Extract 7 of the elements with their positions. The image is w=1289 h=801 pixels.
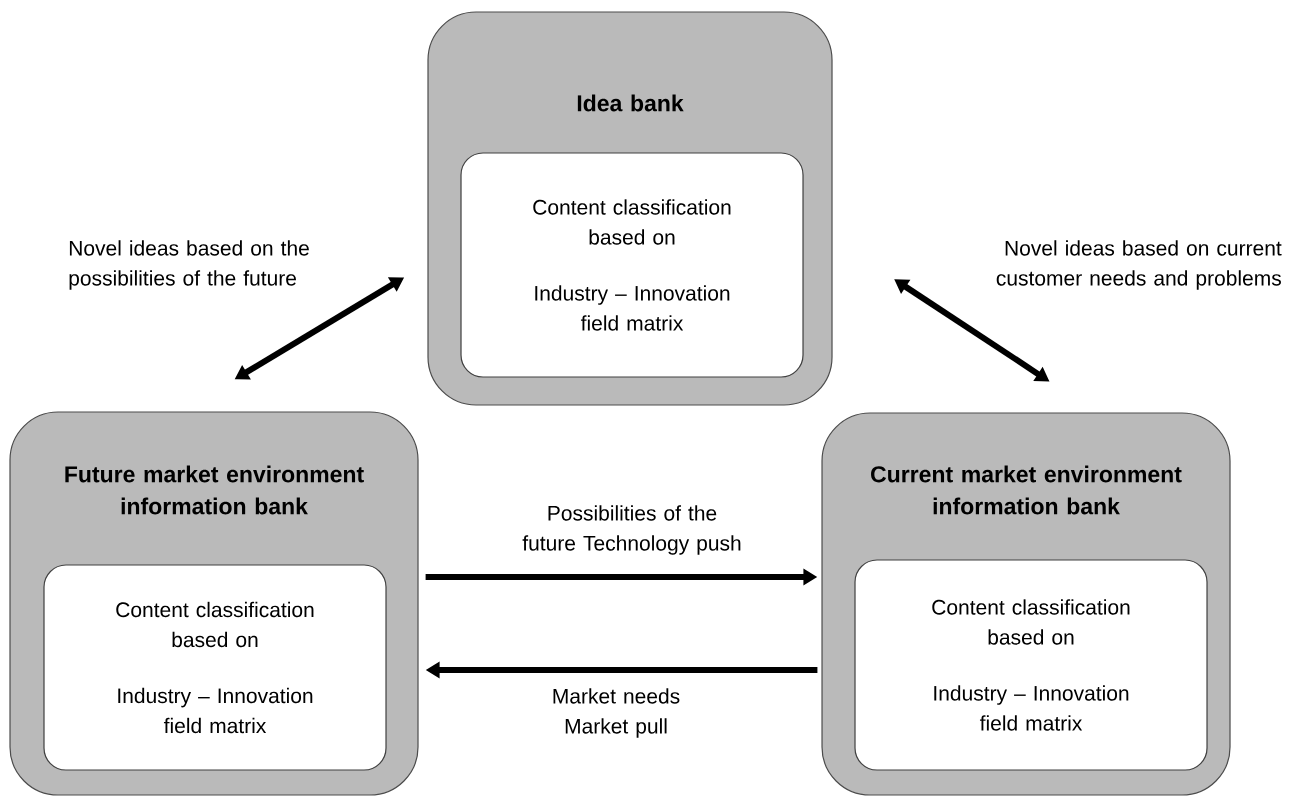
classification-box: Content classification based on Industry – Innovation field matrix	[43, 564, 387, 771]
edge-label: Possibilities of the future Technology push	[522, 505, 741, 555]
edge-label: Market needs Market pull	[553, 688, 680, 738]
classification-box: Content classification based on Industry – Innovation field matrix	[460, 152, 804, 378]
edge-label: Novel ideas based on the possibilities of the future	[69, 240, 309, 290]
edge-label: Novel ideas based on current customer needs and problems	[996, 240, 1282, 290]
classification-box: Content classification based on Industry – Innovation field matrix	[854, 559, 1208, 771]
